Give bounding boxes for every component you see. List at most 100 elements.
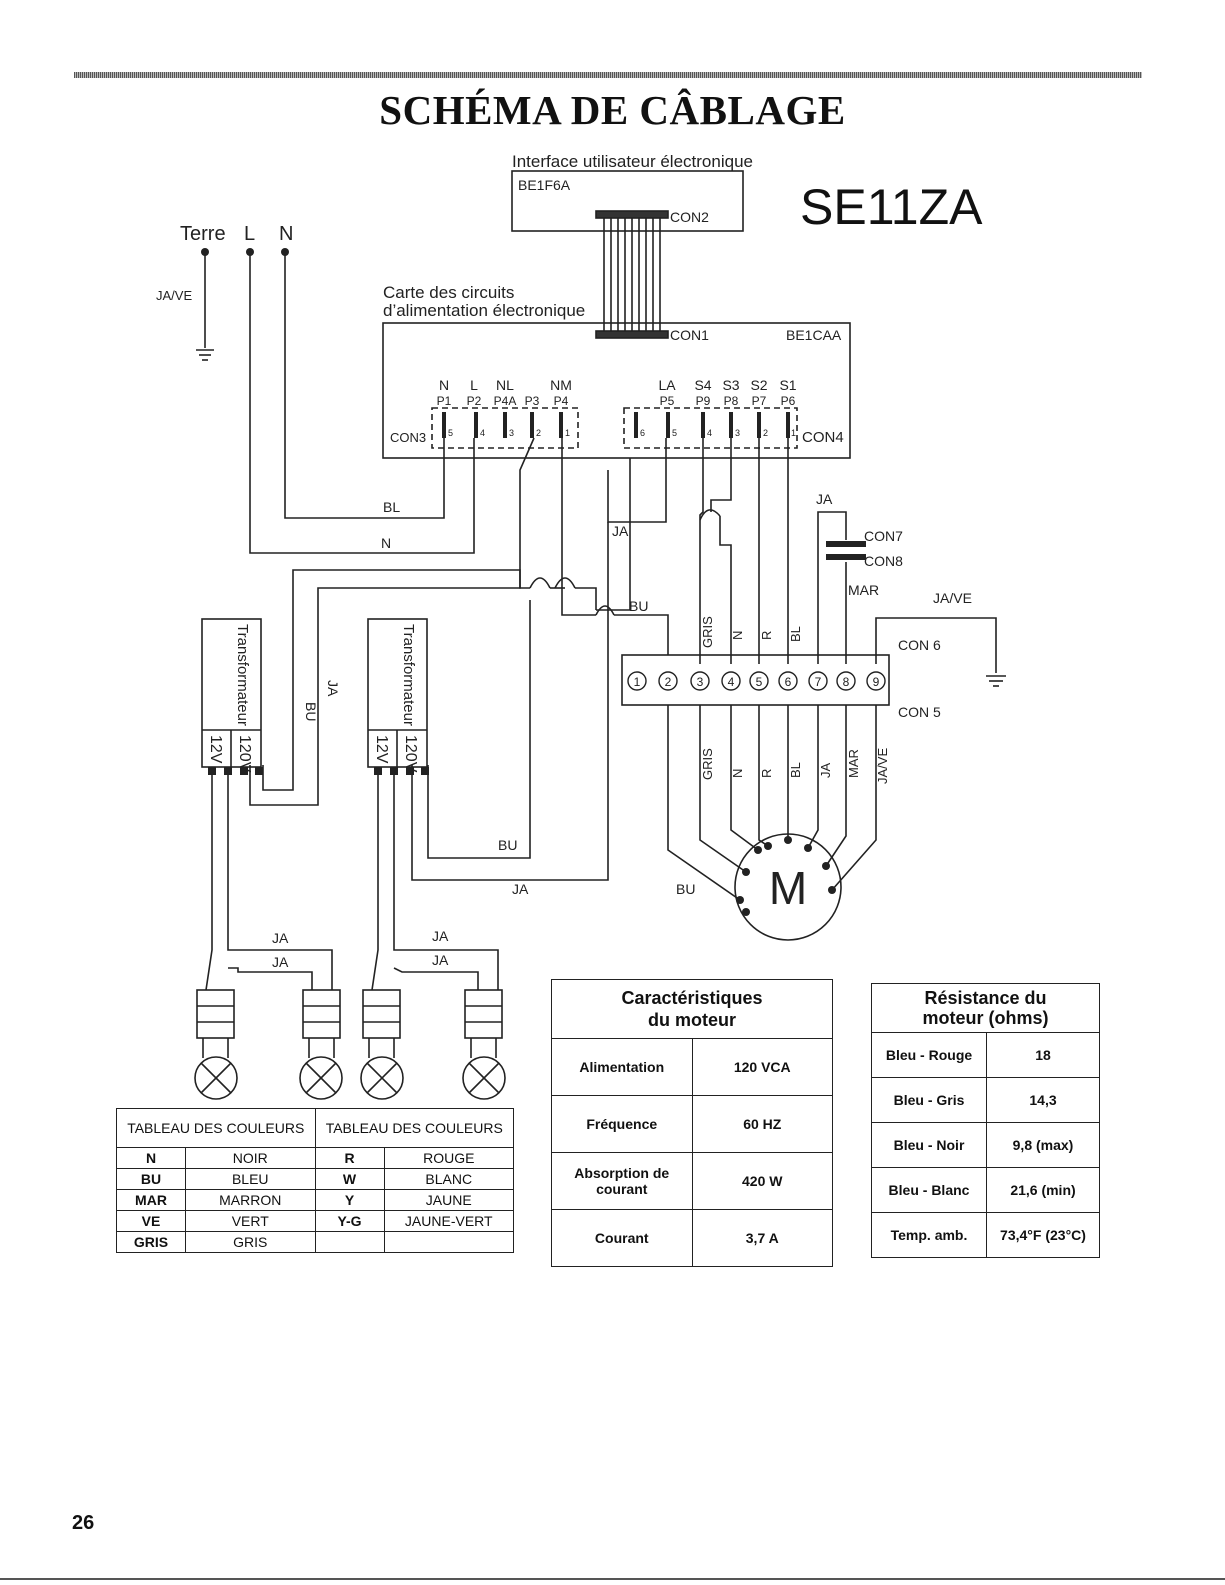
lamp-wire-ja-3: JA (432, 928, 449, 944)
con3-pin-p2: P2 (467, 394, 482, 408)
line-terminal (246, 248, 254, 256)
motor-resistance-title: Résistance du moteur (ohms) (871, 983, 1100, 1033)
resistance-value: 9,8 (max) (986, 1122, 1100, 1168)
color-code: R (314, 1147, 385, 1169)
resistance-label: Temp. amb. (871, 1212, 987, 1258)
terminal-3: 3 (697, 675, 704, 689)
resistance-label: Bleu - Blanc (871, 1167, 987, 1213)
color-name: ROUGE (383, 1147, 514, 1169)
wire-label-bu-1: BU (629, 598, 648, 614)
con4-num-1: 1 (791, 428, 796, 438)
con3-pin-p1: P1 (437, 394, 452, 408)
terminal-7: 7 (815, 675, 822, 689)
color-name: JAUNE-VERT (383, 1210, 514, 1232)
resistance-label: Bleu - Noir (871, 1122, 987, 1168)
wire-label-bl: BL (383, 499, 400, 515)
wire-label-bu-tr: BU (303, 702, 319, 721)
table-row: N NOIR R ROUGE (116, 1147, 514, 1169)
resistance-label: Bleu - Gris (871, 1077, 987, 1123)
ribbon-cable (603, 218, 661, 331)
con7-label: CON7 (864, 528, 903, 544)
power-board-id: BE1CAA (786, 327, 842, 343)
con3-name-n: N (439, 377, 449, 393)
con4-num-4: 4 (707, 428, 712, 438)
wire-label-ja-ve: JA/VE (933, 590, 972, 606)
con4-pin-p7: P7 (752, 394, 767, 408)
wire-label-n: N (381, 535, 391, 551)
lamp-wire-ja-4: JA (432, 952, 449, 968)
lamp-wire-ja-2: JA (272, 954, 289, 970)
terminal-5: 5 (756, 675, 763, 689)
motor-specs-title-line-1: Caractéristiques (621, 988, 763, 1008)
ui-board-label: BE1F6A (518, 177, 571, 193)
table-row: Bleu - Rouge 18 (871, 1032, 1100, 1078)
top-rule (74, 72, 1142, 78)
con4-num-2: 2 (763, 428, 768, 438)
power-board-label-2: d’alimentation électronique (383, 301, 585, 320)
con4-name-s3: S3 (722, 377, 739, 393)
earth-label: Terre (180, 223, 226, 245)
line-label: L (244, 223, 255, 245)
con3-name-nm: NM (550, 377, 572, 393)
con3-pin-p3: P3 (525, 394, 540, 408)
color-code: BU (116, 1168, 186, 1190)
spec-label: Absorption de courant (551, 1152, 693, 1210)
wire-label-ja-1: JA (612, 523, 629, 539)
color-table-header-left: TABLEAU DES COULEURS (116, 1108, 316, 1148)
con2-connector (595, 210, 669, 219)
wire-label-bu-2: BU (498, 837, 517, 853)
con3-num-3: 3 (509, 428, 514, 438)
color-name (383, 1231, 514, 1253)
transformer-right-12v: 12V (373, 735, 390, 764)
table-row: VE VERT Y-G JAUNE-VERT (116, 1210, 514, 1232)
motor-specs-title: Caractéristiques du moteur (551, 979, 833, 1039)
lower-label-r: R (759, 769, 774, 778)
neutral-terminal (281, 248, 289, 256)
earth-terminal (201, 248, 209, 256)
resistance-value: 14,3 (986, 1077, 1100, 1123)
upper-label-gris: GRIS (700, 616, 715, 648)
neutral-label: N (279, 223, 293, 245)
con4-num-3: 3 (735, 428, 740, 438)
con8-label: CON8 (864, 553, 903, 569)
con3-num-5: 5 (448, 428, 453, 438)
motor-resistance-table: Résistance du moteur (ohms) Bleu - Rouge… (871, 983, 1100, 1258)
color-code: W (314, 1168, 385, 1190)
lamp-wire-ja-1: JA (272, 930, 289, 946)
transformer-wires (249, 437, 669, 881)
con4-num-6: 6 (640, 428, 645, 438)
page-number: 26 (72, 1512, 95, 1534)
con3-pin-p4a: P4A (494, 394, 517, 408)
con7-con8-plug (826, 541, 866, 560)
con3-connector (431, 407, 579, 449)
con4-name-s2: S2 (750, 377, 767, 393)
con3-name-l: L (470, 377, 478, 393)
lower-label-ja: JA (818, 763, 833, 779)
wire-label-mar: MAR (848, 582, 879, 598)
terminal-4: 4 (728, 675, 735, 689)
color-name: JAUNE (383, 1189, 514, 1211)
transformer-left-label: Transformateur (234, 624, 251, 726)
motor-specs-table: Caractéristiques du moteur Alimentation … (551, 979, 833, 1267)
con4-name-s4: S4 (694, 377, 711, 393)
color-code: VE (116, 1210, 186, 1232)
con4-pin-p9: P9 (696, 394, 711, 408)
con3-label: CON3 (390, 430, 426, 445)
table-row: BU BLEU W BLANC (116, 1168, 514, 1190)
connector-pins (442, 412, 790, 438)
lower-label-n: N (730, 769, 745, 778)
color-name: VERT (185, 1210, 316, 1232)
table-row: Bleu - Gris 14,3 (871, 1077, 1100, 1123)
con3-num-4: 4 (480, 428, 485, 438)
terminal-8: 8 (843, 675, 850, 689)
transformer-left-12v: 12V (207, 735, 224, 764)
table-row: Absorption de courant 420 W (551, 1152, 833, 1210)
con4-num-5: 5 (672, 428, 677, 438)
motor-control-wires (699, 438, 1006, 687)
terminal-2: 2 (665, 675, 672, 689)
motor-specs-title-line-2: du moteur (648, 1010, 736, 1030)
color-name: GRIS (185, 1231, 316, 1253)
con5-label: CON 5 (898, 704, 941, 720)
wire-label-ja-2: JA (816, 491, 833, 507)
